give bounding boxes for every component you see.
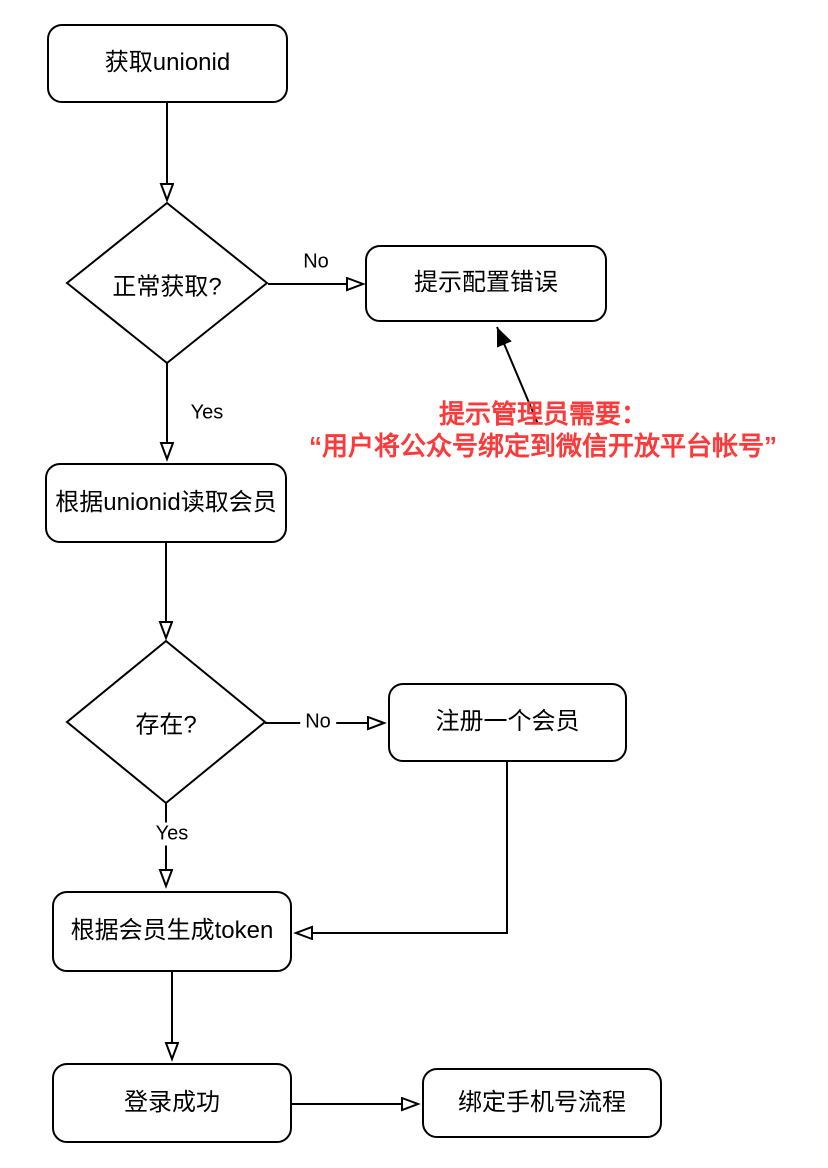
node-generate-token-label: 根据会员生成token [70,917,274,945]
edge-label-exists-yes: Yes [150,822,194,846]
edge-label-exists-no: No [300,710,336,734]
annotation-arrow [496,326,539,425]
node-config-error: 提示配置错误 [365,245,607,322]
edge-label-normal-fetch-yes: Yes [190,401,224,424]
node-login-success-label: 登录成功 [124,1088,220,1116]
annotation-line1: 提示管理员需要： [438,399,648,429]
node-register-member: 注册一个会员 [388,683,627,762]
decision-normal-fetch-label: 正常获取? [112,273,222,301]
node-generate-token: 根据会员生成token [52,891,292,972]
node-read-member: 根据unionid读取会员 [45,463,287,543]
node-read-member-label: 根据unionid读取会员 [55,488,277,516]
edge-register-member-to-generate-token [296,762,508,933]
decision-exists-shape [65,639,267,805]
decision-normal-fetch-shape [65,201,269,365]
node-register-member-label: 注册一个会员 [435,708,580,736]
node-login-success: 登录成功 [52,1063,292,1143]
annotation-note: 提示管理员需要： “用户将公众号绑定到微信开放平台帐号” [309,399,777,462]
edge-label-normal-fetch-no: No [303,250,329,273]
node-bind-phone: 绑定手机号流程 [422,1068,662,1138]
node-bind-phone-label: 绑定手机号流程 [458,1088,626,1116]
node-get-unionid-label: 获取unionid [104,49,231,77]
node-config-error-label: 提示配置错误 [414,269,558,297]
decision-exists-label: 存在? [135,711,197,739]
annotation-line2: “用户将公众号绑定到微信开放平台帐号” [308,430,778,461]
node-get-unionid: 获取unionid [47,24,288,103]
